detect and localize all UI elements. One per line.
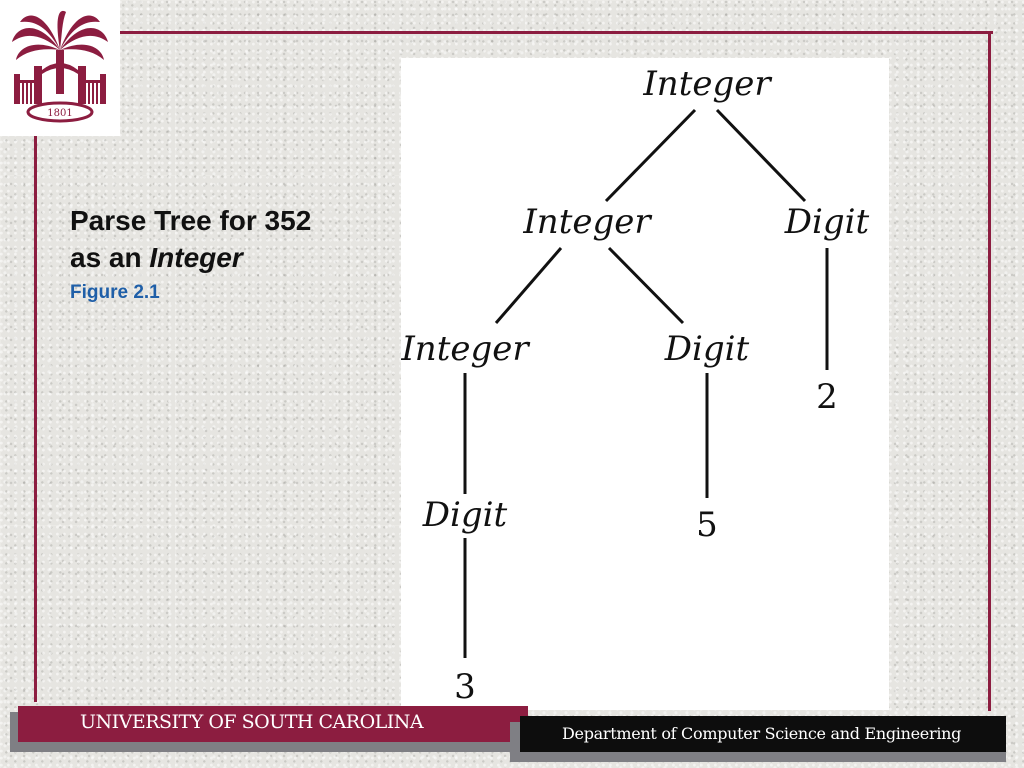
palmetto-logo-icon: 1801 <box>12 10 108 123</box>
node-root-integer: Integer <box>642 64 772 104</box>
logo-year-text: 1801 <box>47 108 72 119</box>
leaf-five: 5 <box>696 505 718 545</box>
department-banner: Department of Computer Science and Engin… <box>520 716 1006 752</box>
parse-tree-diagram: Integer Integer Digit Integer Digit 2 Di… <box>401 58 889 710</box>
title-line-2-prefix: as an <box>70 242 142 273</box>
node-integer-level2: Integer <box>401 329 530 369</box>
node-digit-level2: Digit <box>664 329 750 369</box>
edge-root-left <box>604 108 697 203</box>
frame-left-rule <box>34 136 37 702</box>
title-line-2: as an Integer <box>70 239 311 276</box>
edge-integer-right <box>607 246 685 325</box>
node-integer-level1: Integer <box>522 202 652 242</box>
edge-root-right <box>715 108 807 203</box>
university-logo: 1801 <box>0 0 120 136</box>
figure-label: Figure 2.1 <box>70 282 160 303</box>
university-banner: UNIVERSITY OF SOUTH CAROLINA <box>18 706 528 742</box>
frame-right-rule <box>988 31 991 711</box>
title-line-2-emphasis: Integer <box>149 242 243 273</box>
university-name: UNIVERSITY OF SOUTH CAROLINA <box>80 711 424 733</box>
title-line-1: Parse Tree for 352 <box>70 205 312 236</box>
leaf-three: 3 <box>454 667 476 707</box>
edge-integer-left <box>494 247 563 324</box>
node-digit-level1: Digit <box>784 202 870 242</box>
department-name: Department of Computer Science and Engin… <box>562 724 962 743</box>
frame-top-rule <box>118 31 993 34</box>
leaf-two: 2 <box>816 377 838 417</box>
slide-title: Parse Tree for 352 as an Integer <box>70 202 311 276</box>
node-digit-level3: Digit <box>422 495 508 535</box>
